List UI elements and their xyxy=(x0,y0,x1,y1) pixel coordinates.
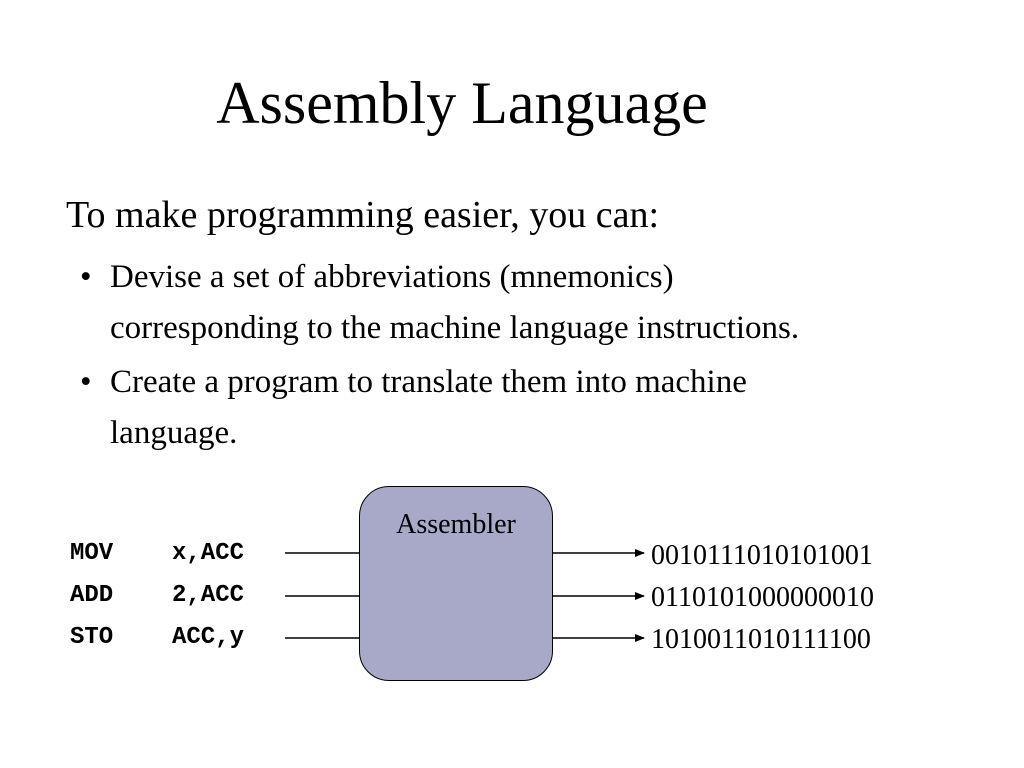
machine-code-line: 0010111010101001 xyxy=(651,540,873,571)
intro-text: To make programming easier, you can: xyxy=(66,194,660,236)
assembly-opcode: STO xyxy=(70,624,114,651)
bullet-marker: • xyxy=(80,259,92,295)
assembly-operands: ACC,y xyxy=(172,624,245,651)
bullet-list: • Devise a set of abbreviations (mnemoni… xyxy=(80,252,980,462)
assembly-operands: 2,ACC xyxy=(172,582,245,609)
bullet-item: • Create a program to translate them int… xyxy=(80,357,980,459)
assembly-instruction: ADD 2,ACC xyxy=(70,582,244,610)
machine-code-line: 1010011010111100 xyxy=(651,624,871,655)
bullet-text-line: language. xyxy=(110,415,238,451)
assembly-opcode: MOV xyxy=(70,540,114,567)
assembler-box: Assembler xyxy=(359,486,553,681)
slide-title: Assembly Language xyxy=(216,70,708,136)
bullet-text-line: Create a program to translate them into … xyxy=(110,364,747,400)
machine-code-line: 0110101000000010 xyxy=(651,582,874,613)
assembly-instruction: STO ACC,y xyxy=(70,624,244,652)
bullet-item: • Devise a set of abbreviations (mnemoni… xyxy=(80,252,980,354)
bullet-marker: • xyxy=(80,364,92,400)
assembler-label: Assembler xyxy=(396,509,516,540)
assembly-opcode: ADD xyxy=(70,582,114,609)
assembly-instruction: MOV x,ACC xyxy=(70,540,244,568)
assembly-operands: x,ACC xyxy=(172,540,245,567)
bullet-text-line: Devise a set of abbreviations (mnemonics… xyxy=(110,259,674,295)
bullet-text-line: corresponding to the machine language in… xyxy=(110,310,800,346)
